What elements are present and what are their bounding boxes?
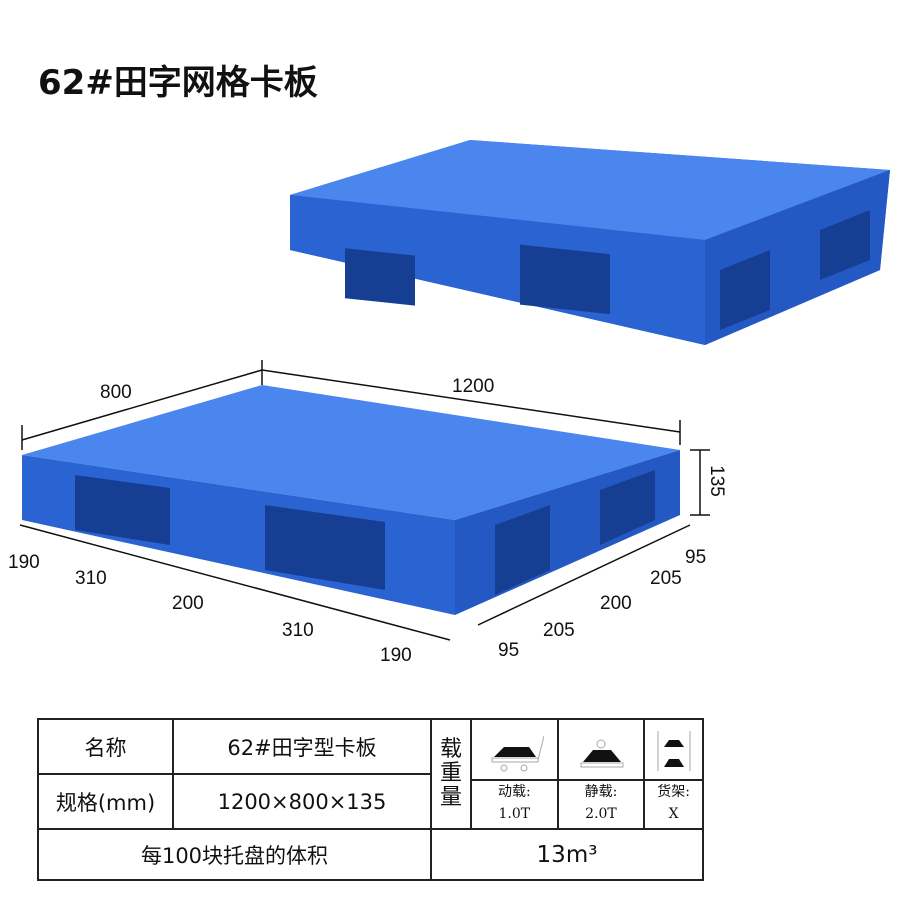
pallet-front-view — [22, 385, 680, 615]
dimension-lines — [19, 360, 710, 641]
front-dim-3: 200 — [172, 593, 204, 614]
front-dim-4: 310 — [282, 620, 314, 641]
dynamic-load-cell: 动载:1.0T — [470, 718, 559, 830]
dynamic-load-icon — [472, 724, 557, 780]
dynamic-load-text: 动载:1.0T — [472, 779, 557, 825]
rack-load-icon — [645, 724, 702, 780]
size-value: 1200×800×135 — [172, 773, 432, 830]
front-dim-1: 190 — [8, 552, 40, 573]
front-dim-5: 190 — [380, 645, 412, 666]
static-load-cell: 静载:2.0T — [556, 718, 646, 830]
side-dim-3: 200 — [600, 593, 632, 614]
size-label: 规格(mm) — [37, 773, 174, 830]
length-label: 1200 — [452, 376, 495, 397]
width-label: 800 — [100, 382, 132, 403]
height-label: 135 — [705, 465, 727, 497]
volume-label: 每100块托盘的体积 — [37, 828, 432, 881]
side-dim-2: 205 — [543, 620, 575, 641]
load-label: 载重量 — [430, 718, 472, 830]
side-dim-1: 95 — [498, 640, 520, 661]
name-label: 名称 — [37, 718, 174, 775]
pallet-top-view — [290, 140, 890, 345]
front-dim-2: 310 — [75, 568, 107, 589]
pallet-illustrations — [19, 140, 890, 641]
page-title: 62#田字网格卡板 — [38, 63, 318, 103]
spec-table: 名称 62#田字型卡板 载重量 动载:1.0T 静载:2.0T 货架:X 规格(… — [37, 718, 704, 881]
rack-load-cell: 货架:X — [643, 718, 704, 830]
static-load-icon — [558, 724, 644, 780]
side-dim-4: 205 — [650, 568, 682, 589]
name-value: 62#田字型卡板 — [172, 718, 432, 775]
side-dim-5: 95 — [685, 547, 707, 568]
volume-value: 13m³ — [430, 828, 704, 881]
